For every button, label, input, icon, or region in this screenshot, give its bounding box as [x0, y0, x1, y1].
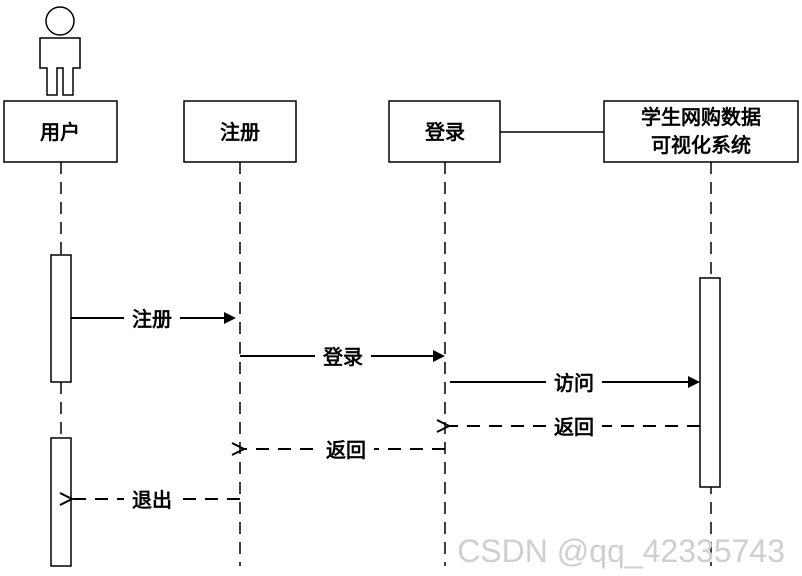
message-register-label: 注册	[132, 307, 172, 331]
watermark: CSDN @qq_42335743	[457, 533, 785, 569]
user-actor-icon	[39, 6, 81, 96]
message-exit-label: 退出	[132, 488, 172, 512]
system-box	[603, 100, 799, 163]
system-label-line1: 学生网购数据	[641, 105, 761, 129]
register-box	[183, 100, 297, 163]
login-box	[388, 100, 501, 163]
user-box	[3, 100, 118, 163]
register-label: 注册	[220, 120, 260, 144]
message-return-system-label: 返回	[554, 415, 594, 439]
user-activation-2	[50, 437, 72, 567]
message-return-login-label: 返回	[326, 438, 366, 462]
message-login-label: 登录	[322, 345, 363, 369]
system-activation	[699, 277, 721, 488]
login-label: 登录	[424, 120, 465, 144]
user-label: 用户	[40, 120, 80, 144]
user-activation-1	[50, 254, 72, 383]
system-label-line2: 可视化系统	[651, 133, 751, 157]
message-visit-label: 访问	[554, 371, 594, 395]
